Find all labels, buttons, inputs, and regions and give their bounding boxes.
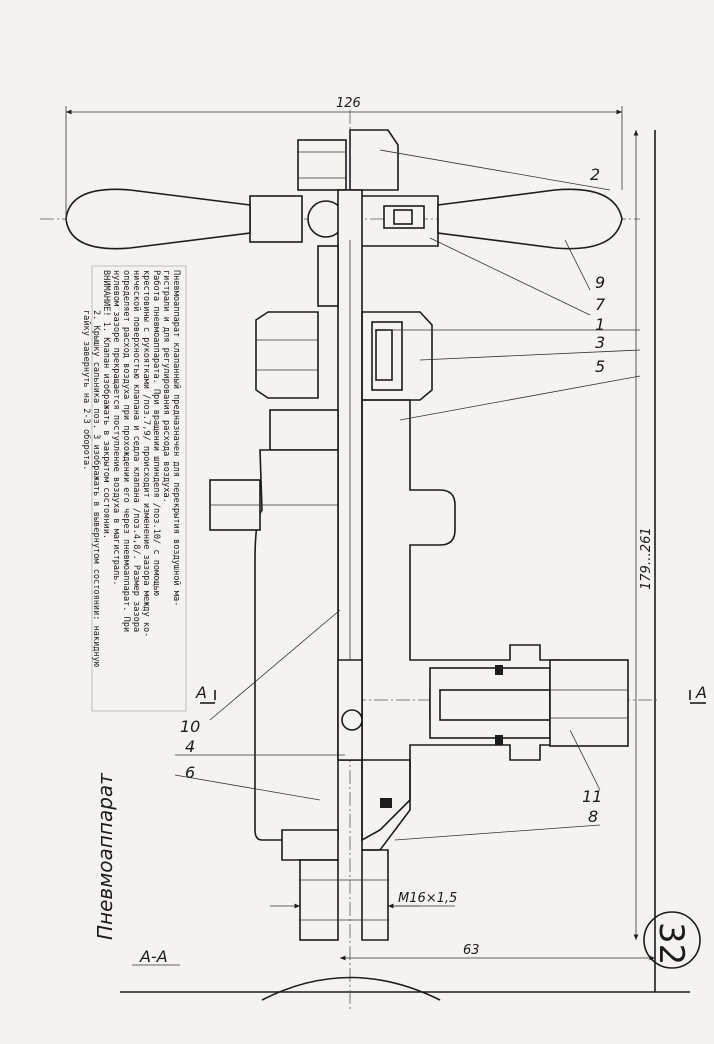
dim-overall-width: 126	[336, 96, 361, 111]
part-label-5: 5	[595, 357, 605, 376]
drawing-title: Пневмоаппарат	[93, 772, 117, 940]
part-label-8: 8	[588, 807, 598, 826]
part-label-6: 6	[185, 763, 195, 782]
part-label-11: 11	[582, 787, 602, 806]
leader-lines	[174, 149, 641, 841]
part-label-7: 7	[595, 295, 606, 314]
part-label-10: 10	[180, 717, 200, 736]
notes-block: Пневмоаппарат клапанный предназначен для…	[81, 265, 187, 712]
upper-column-left	[255, 245, 339, 451]
part-label-1: 1	[595, 315, 605, 334]
part-label-9: 9	[595, 273, 605, 292]
valve-seat	[361, 665, 503, 851]
section-view-label: А-А	[139, 947, 168, 966]
dim-bottom-width: 63	[463, 943, 480, 958]
part-label-3: 3	[595, 333, 605, 352]
dim-height-range: 179…261	[639, 527, 654, 590]
lower-fitting	[261, 829, 441, 1001]
section-mark-left: А	[195, 683, 207, 702]
note-line-1: Пневмоаппарат клапанный предназначен для…	[171, 270, 181, 606]
note-line-6: определяет расход воздуха при прохождени…	[121, 270, 131, 632]
note-line-5: нической поверхностью клапана и седла кл…	[131, 270, 141, 632]
top-cap-nut	[297, 129, 399, 191]
part-label-4: 4	[185, 737, 195, 756]
note-line-2: гистрали и для регулирования расхода воз…	[161, 270, 171, 503]
sheet-frame	[120, 130, 690, 993]
note-line-8: ВНИМАНИЕ! 1. Клапан изображать в закрыто…	[101, 270, 112, 539]
sheet-number-badge: 32	[643, 911, 701, 969]
handwheel-hub	[249, 195, 439, 247]
sheet-number: 32	[651, 922, 691, 965]
note-line-3: Работа пневмоаппарата. При вращении шпин…	[151, 270, 162, 596]
section-markers	[132, 690, 706, 966]
body-section	[361, 399, 629, 842]
note-line-10: гайку завернуть на 2-3 оборота.	[81, 310, 92, 470]
dim-thread: M16×1,5	[398, 891, 457, 906]
note-line-9: 2. Крышку сальника поз. 3 изображать в в…	[91, 310, 102, 667]
gland-cap	[361, 311, 433, 401]
dimension-lines	[65, 106, 655, 961]
note-line-7: нулевом зазоре прекращается поступление …	[111, 270, 121, 586]
handle-left	[65, 188, 251, 250]
handle-right	[437, 188, 623, 250]
note-line-4: крестовины с рукоятками /поз.7,9/ происх…	[141, 270, 151, 637]
part-label-2: 2	[590, 165, 600, 184]
body-left	[209, 449, 363, 841]
section-mark-right: А	[695, 683, 707, 702]
